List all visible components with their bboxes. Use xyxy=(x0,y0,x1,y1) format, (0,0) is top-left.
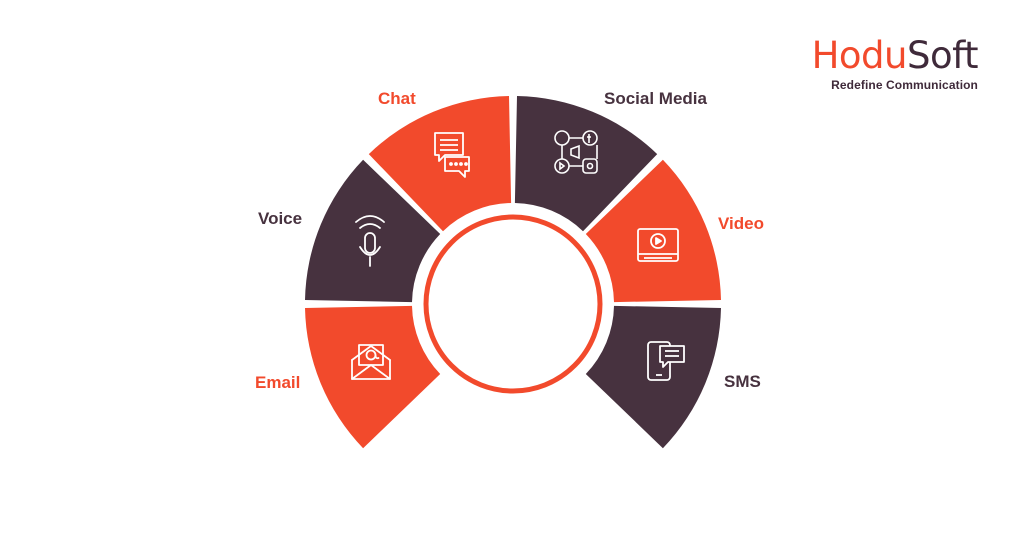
sms-icon xyxy=(647,341,685,381)
hub-ring xyxy=(423,214,603,394)
segment-voice-shape xyxy=(305,159,441,303)
email-icon xyxy=(351,344,391,380)
logo-soft: Soft xyxy=(906,34,979,77)
segment-video: Video xyxy=(585,159,764,303)
logo-tagline: Redefine Communication xyxy=(831,78,978,92)
segment-chat-shape xyxy=(368,96,512,232)
segment-social-media-label: Social Media xyxy=(604,89,708,108)
hub xyxy=(398,189,628,419)
social-media-icon xyxy=(554,130,598,174)
video-icon xyxy=(637,228,679,262)
segment-voice-label: Voice xyxy=(258,209,302,228)
segment-chat-label: Chat xyxy=(378,89,416,108)
logo-wordmark: HoduSoft xyxy=(811,34,979,77)
segment-sms-label: SMS xyxy=(724,372,761,391)
segment-email: Email xyxy=(255,305,441,449)
logo-hodu: Hodu xyxy=(811,34,908,77)
segment-sms-shape xyxy=(585,305,721,449)
segment-social-media: Social Media xyxy=(514,89,708,232)
segment-voice: Voice xyxy=(258,159,441,303)
segment-sms: SMS xyxy=(585,305,761,449)
segment-chat: Chat xyxy=(368,89,512,232)
segment-video-shape xyxy=(585,159,721,303)
hodusoft-logo: HoduSoft Redefine Communication xyxy=(811,34,979,93)
segment-social-media-shape xyxy=(514,96,658,232)
segment-email-label: Email xyxy=(255,373,300,392)
hub-gap xyxy=(398,189,628,419)
segment-video-label: Video xyxy=(718,214,764,233)
microphone-icon xyxy=(355,215,385,267)
chat-icon xyxy=(434,132,470,178)
segment-email-shape xyxy=(305,305,441,449)
